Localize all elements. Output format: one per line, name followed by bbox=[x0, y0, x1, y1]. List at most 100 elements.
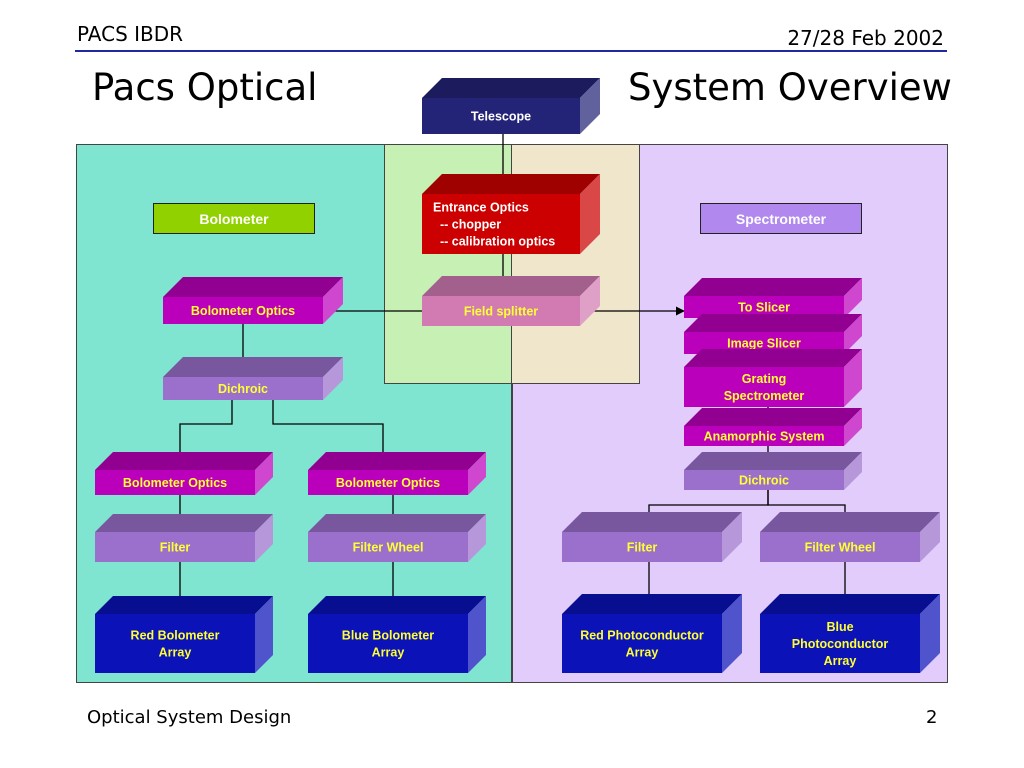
block-label: Blue Bolometer bbox=[342, 629, 435, 643]
block-front-face bbox=[422, 296, 580, 326]
block-label: Filter bbox=[627, 541, 658, 555]
filter-bolo-block: Filter bbox=[95, 514, 273, 562]
central-region-border bbox=[384, 144, 640, 384]
block-top-face bbox=[562, 512, 742, 532]
block-side-face bbox=[920, 594, 940, 673]
bolometer-label: Bolometer bbox=[153, 203, 315, 234]
block-front-face bbox=[684, 296, 844, 318]
block-label: Array bbox=[372, 646, 405, 660]
block-front-face bbox=[562, 532, 722, 562]
block-top-face bbox=[760, 594, 940, 614]
block-front-face bbox=[684, 470, 844, 490]
block-side-face bbox=[722, 594, 742, 673]
block-front-face bbox=[760, 532, 920, 562]
page-title-right: System Overview bbox=[628, 66, 952, 109]
block-side-face bbox=[844, 349, 862, 407]
block-label: Dichroic bbox=[218, 382, 268, 396]
block-top-face bbox=[684, 314, 862, 332]
block-side-face bbox=[844, 452, 862, 490]
block-label: Anamorphic System bbox=[704, 430, 825, 444]
block-front-face bbox=[95, 470, 255, 495]
block-side-face bbox=[844, 278, 862, 318]
entrance-optics-block: Entrance Optics -- chopper -- calibratio… bbox=[422, 174, 600, 254]
block-front-face bbox=[163, 377, 323, 400]
block-label: Filter Wheel bbox=[353, 541, 424, 555]
page-title-left: Pacs Optical bbox=[92, 66, 318, 109]
image-slicer-block: Image Slicer bbox=[684, 314, 862, 354]
block-label: Field splitter bbox=[464, 305, 538, 319]
block-side-face bbox=[722, 512, 742, 562]
filter-wheel-bolo-block: Filter Wheel bbox=[308, 514, 486, 562]
header-right: 27/28 Feb 2002 bbox=[787, 26, 944, 50]
block-front-face bbox=[95, 614, 255, 673]
block-side-face bbox=[323, 277, 343, 324]
block-top-face bbox=[422, 78, 600, 98]
arrow-connector bbox=[272, 400, 388, 471]
block-top-face bbox=[562, 594, 742, 614]
block-side-face bbox=[468, 452, 486, 495]
block-front-face bbox=[760, 614, 920, 673]
filter-wheel-spec-block: Filter Wheel bbox=[760, 512, 940, 562]
block-label: Blue bbox=[826, 620, 853, 634]
to-slicer-block: To Slicer bbox=[684, 278, 862, 318]
block-label: Dichroic bbox=[739, 474, 789, 488]
block-top-face bbox=[95, 452, 273, 470]
bolometer-optics-main-block: Bolometer Optics bbox=[163, 277, 343, 324]
block-label: To Slicer bbox=[738, 301, 790, 315]
block-top-face bbox=[308, 514, 486, 532]
block-side-face bbox=[468, 514, 486, 562]
block-label: Filter Wheel bbox=[805, 541, 876, 555]
page-number: 2 bbox=[926, 707, 938, 728]
block-label: Photoconductor bbox=[792, 637, 889, 651]
block-label: Bolometer Optics bbox=[336, 476, 440, 490]
block-label: Telescope bbox=[471, 110, 531, 124]
block-label: Array bbox=[626, 646, 659, 660]
block-front-face bbox=[684, 367, 844, 407]
block-label: Red Photoconductor bbox=[580, 629, 704, 643]
block-side-face bbox=[580, 276, 600, 326]
block-label: -- chopper bbox=[433, 218, 501, 232]
block-front-face bbox=[684, 332, 844, 354]
block-label: Bolometer Optics bbox=[123, 476, 227, 490]
block-top-face bbox=[684, 349, 862, 367]
filter-spec-block: Filter bbox=[562, 512, 742, 562]
block-top-face bbox=[760, 512, 940, 532]
dichroic-spec-block: Dichroic bbox=[684, 452, 862, 490]
block-side-face bbox=[580, 78, 600, 134]
telescope-block: Telescope bbox=[422, 78, 600, 134]
dichroic-bolo-block: Dichroic bbox=[163, 357, 343, 400]
block-label: Red Bolometer bbox=[131, 629, 220, 643]
block-front-face bbox=[422, 194, 580, 254]
block-side-face bbox=[255, 596, 273, 673]
block-top-face bbox=[308, 596, 486, 614]
block-top-face bbox=[95, 514, 273, 532]
block-side-face bbox=[468, 596, 486, 673]
block-front-face bbox=[308, 614, 468, 673]
block-label: Array bbox=[824, 654, 857, 668]
block-front-face bbox=[684, 426, 844, 446]
block-side-face bbox=[323, 357, 343, 400]
block-label: -- calibration optics bbox=[433, 235, 555, 249]
spectrometer-label: Spectrometer bbox=[700, 203, 862, 234]
block-label: Entrance Optics bbox=[433, 201, 529, 215]
block-side-face bbox=[844, 408, 862, 446]
block-top-face bbox=[422, 174, 600, 194]
block-top-face bbox=[95, 596, 273, 614]
footer-left: Optical System Design bbox=[87, 707, 292, 728]
region-divider bbox=[511, 144, 512, 683]
block-top-face bbox=[684, 408, 862, 426]
block-label: Spectrometer bbox=[724, 389, 805, 403]
header-left: PACS IBDR bbox=[77, 22, 184, 46]
block-front-face bbox=[163, 297, 323, 324]
bolometer-optics-right-block: Bolometer Optics bbox=[308, 452, 486, 495]
block-top-face bbox=[308, 452, 486, 470]
block-side-face bbox=[920, 512, 940, 562]
block-front-face bbox=[422, 98, 580, 134]
block-label: Grating bbox=[742, 372, 786, 386]
